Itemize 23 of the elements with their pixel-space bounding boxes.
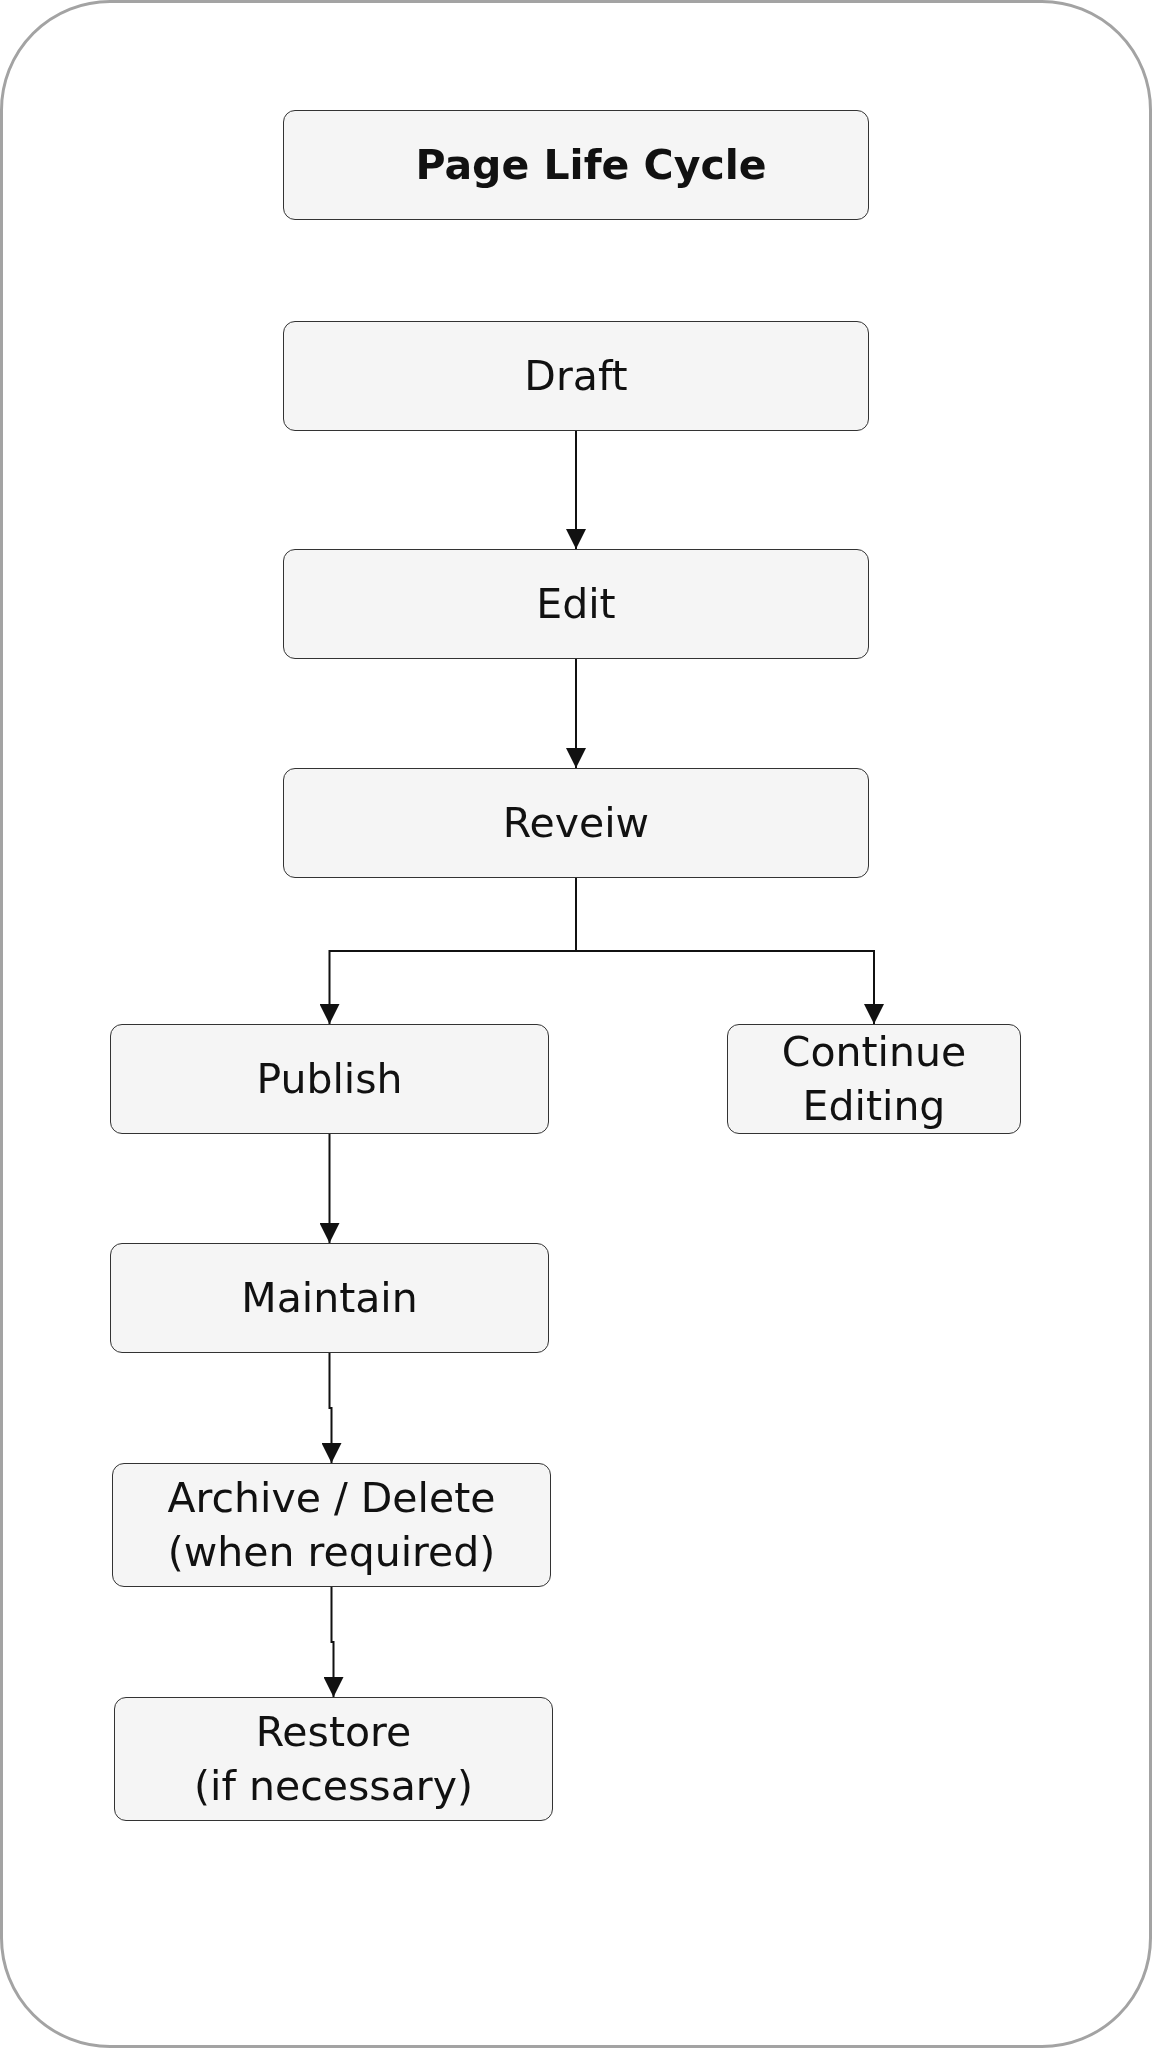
heading-box bbox=[283, 110, 869, 220]
process-box bbox=[283, 321, 869, 431]
node-label: Archive / Delete (when required) bbox=[167, 1472, 496, 1578]
node-label: Draft bbox=[524, 350, 628, 402]
process-box bbox=[110, 1243, 549, 1353]
arrow bbox=[566, 430, 586, 550]
arrow bbox=[319, 1133, 340, 1244]
node-label: Restore (if necessary) bbox=[194, 1706, 473, 1812]
node-label: Publish bbox=[256, 1053, 403, 1105]
process-box bbox=[727, 1024, 1021, 1134]
node-label: Edit bbox=[536, 578, 616, 630]
process-box bbox=[283, 549, 869, 659]
arrow bbox=[321, 1352, 342, 1464]
node-label: Maintain bbox=[241, 1272, 418, 1324]
process-box bbox=[110, 1024, 549, 1134]
process-box bbox=[114, 1697, 553, 1821]
process-box bbox=[283, 768, 869, 878]
arrow bbox=[323, 1586, 344, 1698]
arrow bbox=[566, 658, 586, 769]
node-label: Continue Editing bbox=[781, 1026, 967, 1132]
node-label: Reveiw bbox=[502, 797, 650, 849]
process-box bbox=[112, 1463, 551, 1587]
node-label: Page Life Cycle bbox=[415, 139, 767, 191]
